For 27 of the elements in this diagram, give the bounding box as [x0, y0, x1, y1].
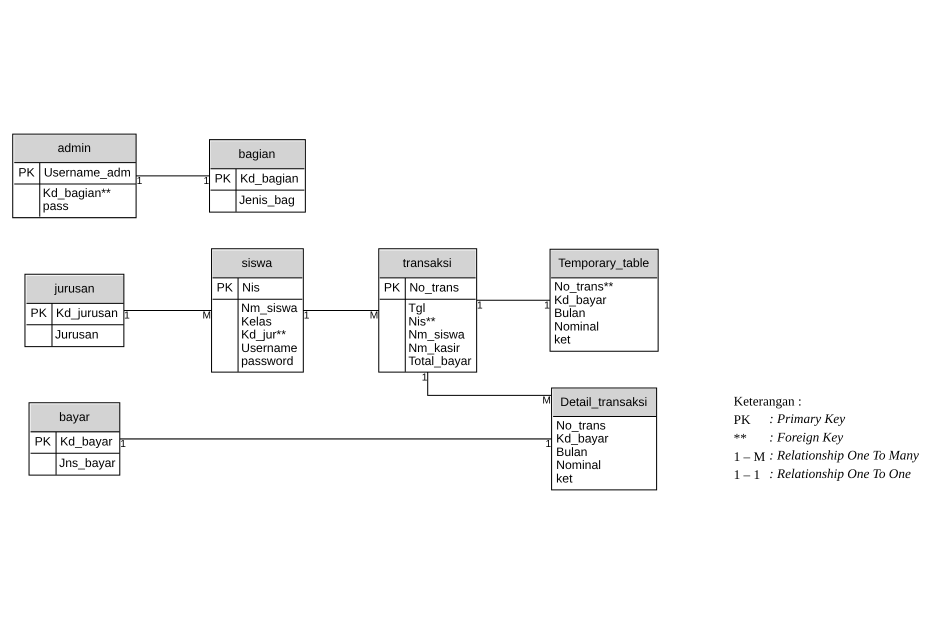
label: 1 – M	[734, 448, 766, 464]
label: 1	[204, 176, 210, 188]
label: 1 – 1	[734, 467, 760, 482]
label: M	[542, 396, 551, 407]
label: 1	[124, 310, 130, 322]
connector	[304, 310, 379, 311]
label: M	[370, 310, 378, 322]
connector	[124, 310, 212, 311]
label: **	[734, 430, 747, 446]
label: 1	[120, 439, 126, 450]
label: : Foreign Key	[769, 429, 844, 444]
label: PK	[734, 412, 751, 428]
label: 1	[136, 176, 142, 188]
label: : Relationship One To One	[769, 466, 911, 482]
connector	[427, 372, 552, 396]
connector	[136, 175, 210, 176]
label: 1	[477, 300, 483, 312]
label: : Primary Key	[769, 411, 846, 426]
label: : Relationship One To Many	[769, 448, 919, 463]
label: 1	[422, 372, 428, 384]
label: 1	[544, 300, 550, 312]
label: M	[202, 310, 211, 322]
label: 1	[304, 310, 310, 322]
label: 1	[546, 439, 552, 450]
connector	[476, 300, 550, 301]
connector	[120, 438, 552, 440]
label: Keterangan :	[734, 394, 802, 409]
